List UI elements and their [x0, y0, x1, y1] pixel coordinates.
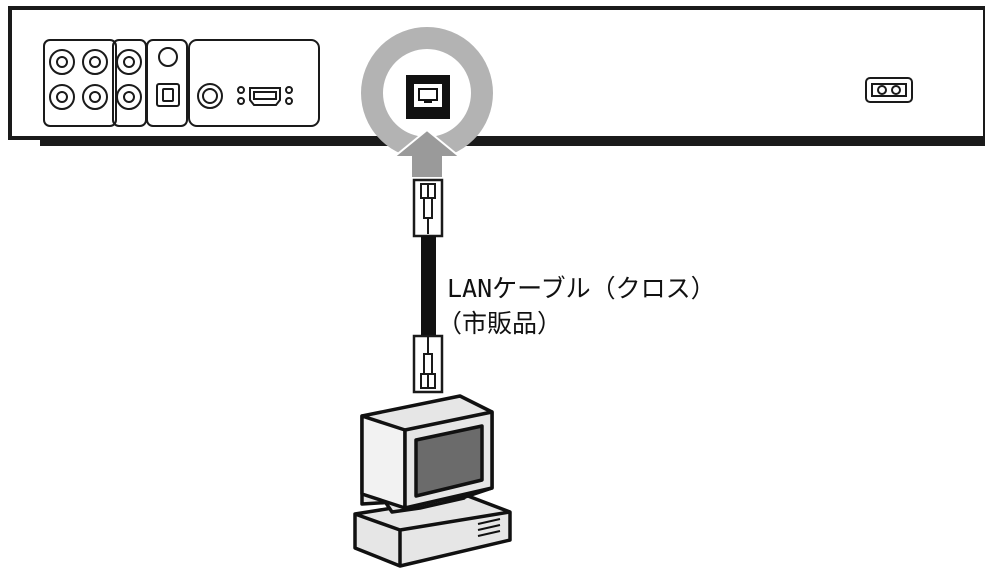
av-jacks-block — [43, 39, 147, 127]
ac-power-inlet-icon — [865, 77, 913, 103]
rj45-plug-lower — [412, 334, 444, 394]
hdmi-port-icon — [237, 86, 293, 106]
rj45-plug-upper — [412, 178, 444, 238]
rca-jack-icon — [49, 49, 142, 110]
coaxial-port-icon — [197, 83, 223, 109]
lan-cable — [421, 236, 436, 336]
lan-port-icon — [406, 75, 450, 119]
insert-arrow — [391, 128, 463, 179]
cable-note: （市販品） — [437, 309, 562, 338]
monitor-screen — [414, 424, 484, 498]
cable-label: LANケーブル（クロス） — [447, 274, 716, 303]
optical-audio-port-icon — [146, 39, 188, 127]
desktop-computer-icon — [353, 394, 512, 568]
digital-io-block — [188, 39, 320, 127]
